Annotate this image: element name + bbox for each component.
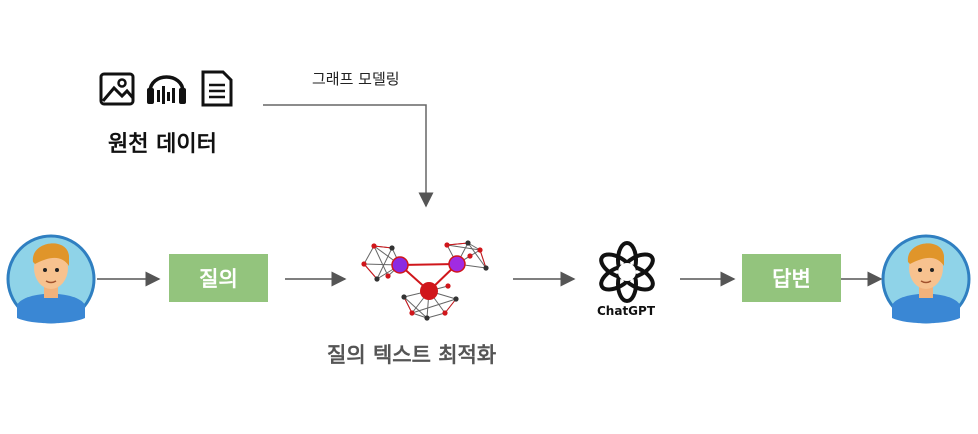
query-box: 질의 xyxy=(169,254,268,302)
answer-box: 답변 xyxy=(742,254,841,302)
source-data-label: 원천 데이터 xyxy=(108,132,217,157)
query-optimization-label: 질의 텍스트 최적화 xyxy=(327,343,497,367)
graph-modeling-arrow xyxy=(263,104,434,208)
chatgpt-label: ChatGPT xyxy=(597,304,656,318)
query-label: 질의 xyxy=(199,267,238,291)
user-avatar-left xyxy=(6,234,96,324)
document-icon xyxy=(201,70,233,107)
knowledge-graph-icon xyxy=(361,240,489,321)
answer-label: 답변 xyxy=(772,267,811,291)
chatgpt-logo-icon xyxy=(599,241,655,303)
graph-modeling-label: 그래프 모델링 xyxy=(312,70,400,88)
headphones-audio-icon xyxy=(147,75,186,104)
user-avatar-right xyxy=(881,234,971,324)
image-icon xyxy=(99,72,135,106)
